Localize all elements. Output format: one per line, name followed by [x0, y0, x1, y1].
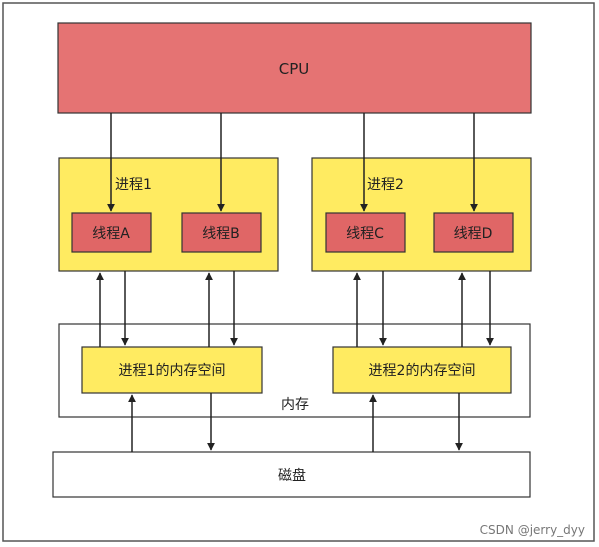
process-1-memory-space [81, 346, 263, 394]
thread-d-label: 线程D [454, 226, 493, 242]
process-1-label: 进程1 [115, 177, 152, 193]
thread-b-label: 线程B [202, 226, 240, 242]
process-memory-arrows [96, 271, 494, 347]
process-1-memory-space-label: 进程1的内存空间 [119, 363, 226, 379]
cpu-to-thread-arrows [107, 113, 478, 212]
watermark: CSDN @jerry_dyy [480, 523, 585, 537]
disk-box [52, 451, 531, 498]
thread-a-box [71, 212, 152, 253]
thread-c-label: 线程C [346, 226, 384, 242]
process-2-memory-space [332, 346, 512, 394]
thread-a-label: 线程A [92, 226, 130, 242]
cpu-box [57, 22, 532, 114]
memory-label: 内存 [281, 397, 309, 413]
thread-d-box [433, 212, 514, 253]
thread-b-box [181, 212, 262, 253]
memory-disk-arrows [128, 393, 463, 452]
process-2-memory-space-label: 进程2的内存空间 [369, 363, 476, 379]
disk-label: 磁盘 [278, 467, 306, 484]
process-2-label: 进程2 [367, 177, 404, 193]
thread-c-box [325, 212, 406, 253]
cpu-label: CPU [279, 60, 310, 78]
